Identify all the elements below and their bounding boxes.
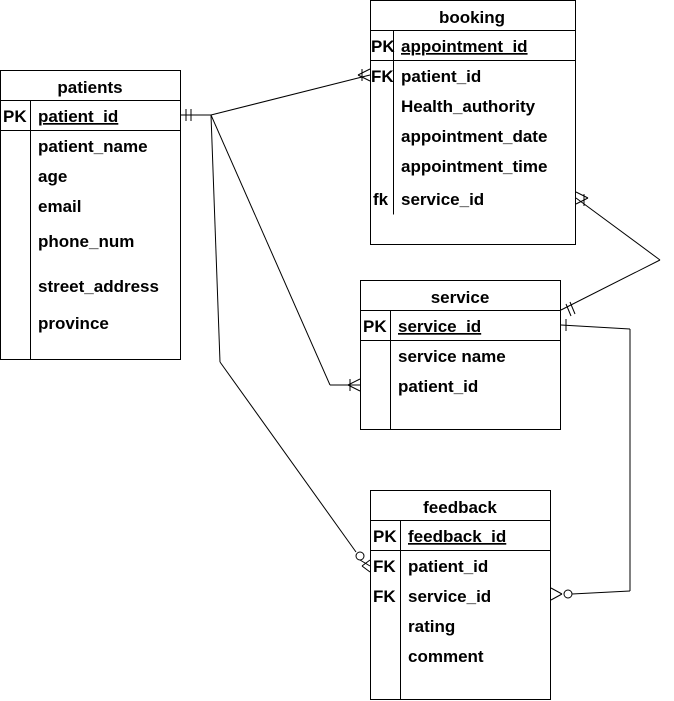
table-patients[interactable]: patients PK patient_id patient_name age … (0, 70, 181, 360)
relationship-service-booking (560, 191, 661, 317)
table-feedback[interactable]: feedback PK feedback_id FK patient_id FK… (370, 490, 551, 700)
table-title: booking (439, 8, 505, 27)
table-title: patients (57, 78, 122, 97)
field-province: province (38, 314, 109, 333)
field-comment: comment (408, 647, 484, 666)
key-label: PK (373, 527, 397, 546)
field-appointment-id: appointment_id (401, 37, 528, 56)
key-label: PK (363, 317, 387, 336)
field-service-id: service_id (401, 190, 484, 209)
key-label: PK (3, 107, 27, 126)
table-title: feedback (423, 498, 497, 517)
key-label: FK (373, 557, 396, 576)
field-health-authority: Health_authority (401, 97, 536, 116)
field-phone-num: phone_num (38, 232, 134, 251)
field-patient-id: patient_id (398, 377, 478, 396)
key-label: FK (371, 67, 394, 86)
key-label: fk (373, 190, 389, 209)
field-age: age (38, 167, 67, 186)
key-label: FK (373, 587, 396, 606)
field-feedback-id: feedback_id (408, 527, 506, 546)
field-street-address: street_address (38, 277, 159, 296)
field-rating: rating (408, 617, 455, 636)
key-label: PK (371, 37, 395, 56)
field-appointment-date: appointment_date (401, 127, 547, 146)
relationship-service-feedback (550, 319, 631, 601)
field-patient-name: patient_name (38, 137, 148, 156)
relationship-patients-service (210, 114, 361, 392)
field-patient-id: patient_id (38, 107, 118, 126)
field-patient-id: patient_id (408, 557, 488, 576)
field-appointment-time: appointment_time (401, 157, 547, 176)
relationship-patients-feedback (210, 114, 371, 573)
field-service-id: service_id (398, 317, 481, 336)
field-email: email (38, 197, 81, 216)
relationship-patients-booking (181, 68, 371, 121)
table-booking[interactable]: booking PK appointment_id FK patient_id … (370, 0, 576, 245)
table-title: service (431, 288, 490, 307)
field-patient-id: patient_id (401, 67, 481, 86)
field-service-name: service name (398, 347, 506, 366)
table-service[interactable]: service PK service_id service name patie… (360, 280, 561, 430)
field-service-id: service_id (408, 587, 491, 606)
